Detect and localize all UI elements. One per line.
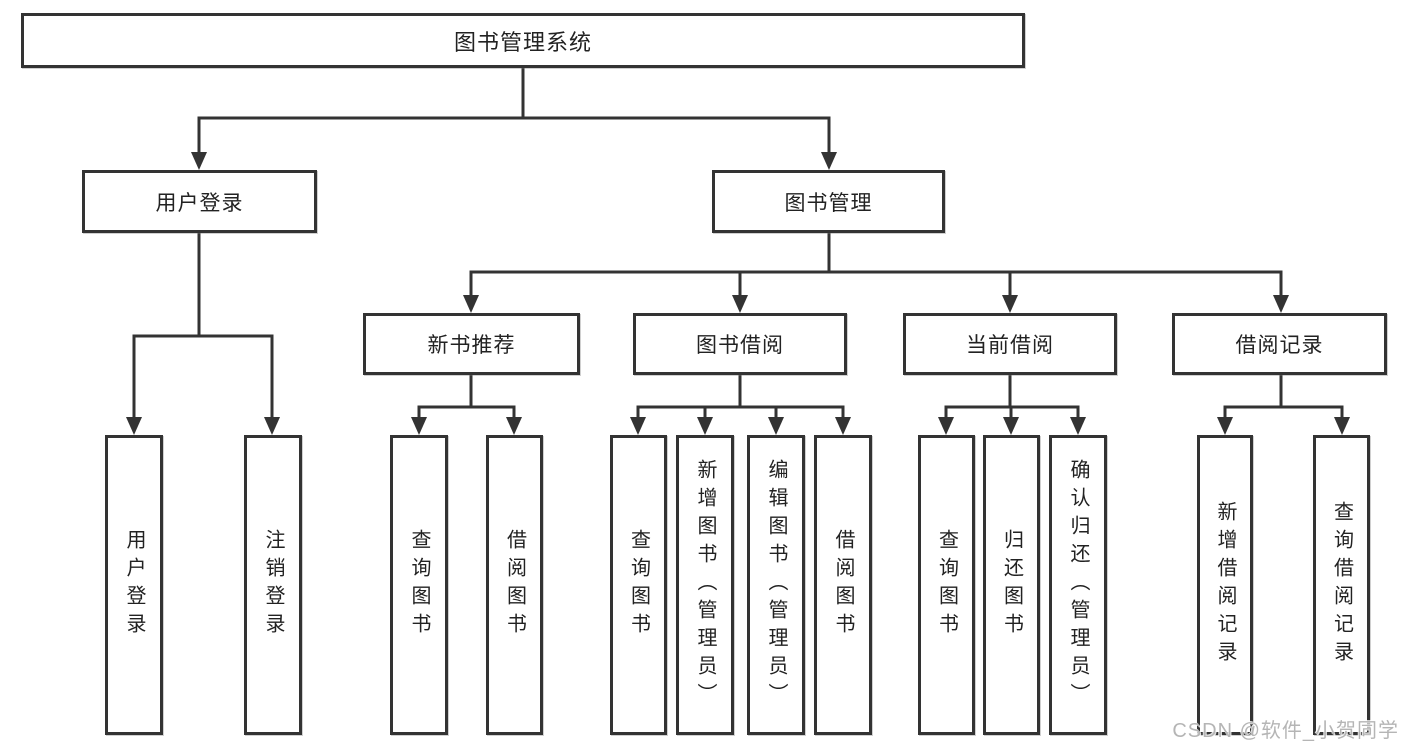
node-book-borrowing: 图书借阅 (633, 313, 847, 375)
arrowhead-icon (835, 417, 851, 435)
node-book-management: 图书管理 (712, 170, 945, 233)
node-leaf-confirm-return-admin: 确认归还（管理员） (1049, 435, 1107, 735)
node-leaf-add-borrow-record: 新增借阅记录 (1197, 435, 1253, 735)
node-borrowing-records: 借阅记录 (1172, 313, 1387, 375)
node-library-management-system: 图书管理系统 (21, 13, 1025, 68)
arrowhead-icon (411, 417, 427, 435)
arrowhead-icon (697, 417, 713, 435)
arrowheads (126, 152, 1350, 435)
node-leaf-query-borrow-record: 查询借阅记录 (1313, 435, 1370, 735)
arrowhead-icon (630, 417, 646, 435)
arrowhead-icon (768, 417, 784, 435)
arrowhead-icon (732, 295, 748, 313)
connector-tree (132, 68, 1344, 418)
arrowhead-icon (1070, 417, 1086, 435)
node-current-borrowing: 当前借阅 (903, 313, 1117, 375)
arrowhead-icon (126, 417, 142, 435)
arrowhead-icon (1273, 295, 1289, 313)
node-leaf-borrow-books: 借阅图书 (814, 435, 872, 735)
node-leaf-query-books-recommend: 查询图书 (390, 435, 448, 735)
arrowhead-icon (821, 152, 837, 170)
node-leaf-user-login: 用户登录 (105, 435, 163, 735)
node-leaf-add-books-admin: 新增图书（管理员） (676, 435, 734, 735)
arrowhead-icon (1003, 417, 1019, 435)
node-leaf-edit-books-admin: 编辑图书（管理员） (747, 435, 805, 735)
node-leaf-query-books-borrowing: 查询图书 (610, 435, 667, 735)
arrowhead-icon (264, 417, 280, 435)
node-leaf-logout: 注销登录 (244, 435, 302, 735)
arrowhead-icon (1002, 295, 1018, 313)
node-leaf-query-books-current: 查询图书 (918, 435, 975, 735)
node-leaf-borrow-books-recommend: 借阅图书 (486, 435, 543, 735)
node-user-login: 用户登录 (82, 170, 317, 233)
node-new-book-recommendation: 新书推荐 (363, 313, 580, 375)
arrowhead-icon (938, 417, 954, 435)
arrowhead-icon (191, 152, 207, 170)
arrowhead-icon (463, 295, 479, 313)
arrowhead-icon (1334, 417, 1350, 435)
watermark: CSDN @软件_小贺同学 (1172, 720, 1399, 742)
arrowhead-icon (506, 417, 522, 435)
arrowhead-icon (1217, 417, 1233, 435)
node-leaf-return-books: 归还图书 (983, 435, 1040, 735)
